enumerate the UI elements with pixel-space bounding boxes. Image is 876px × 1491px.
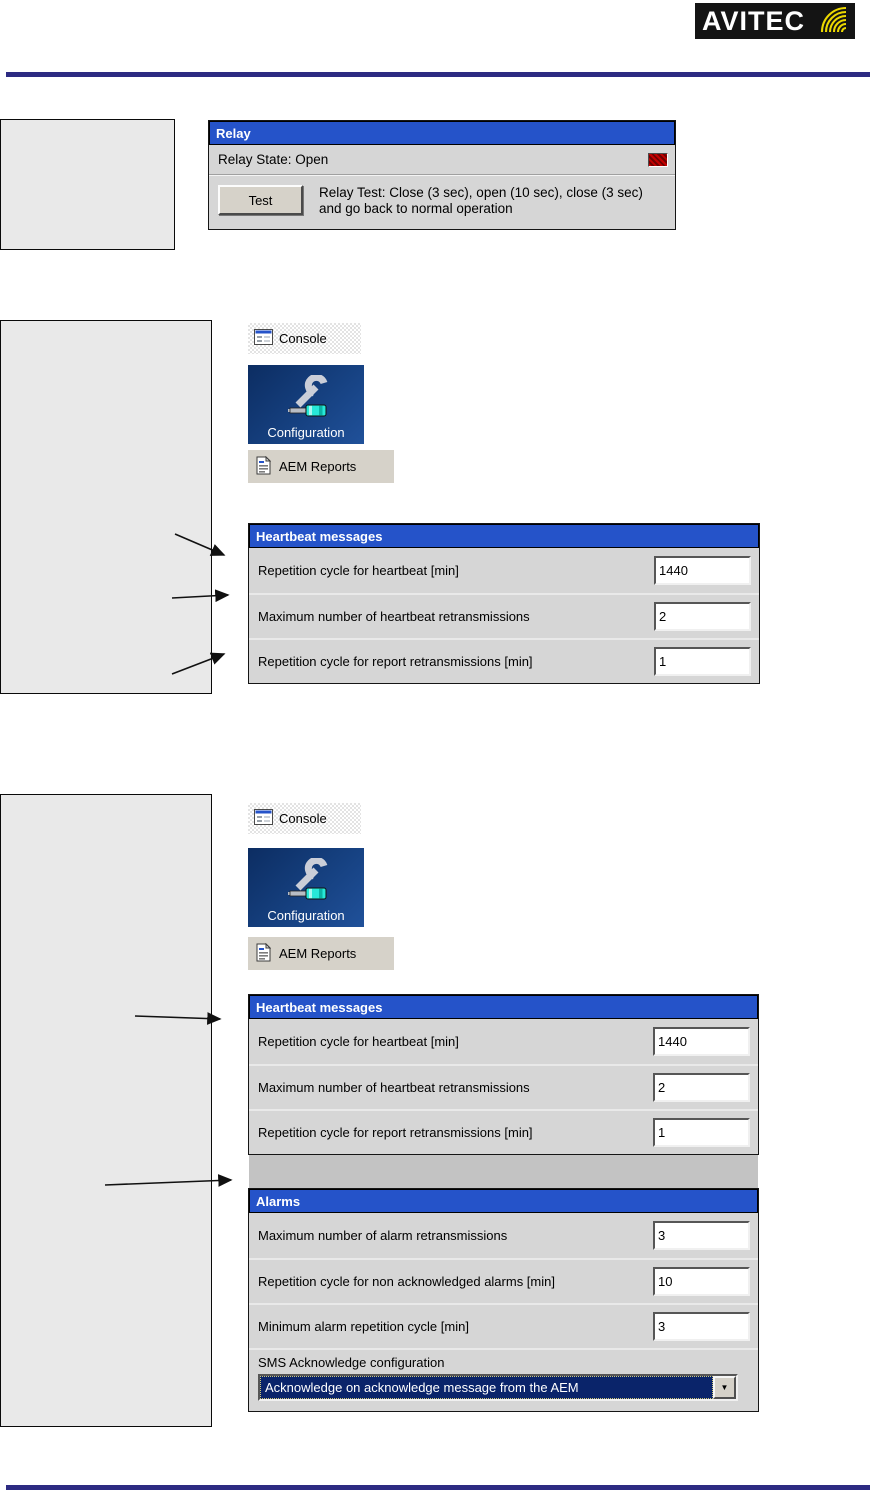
row-label: Repetition cycle for heartbeat [min] [258, 563, 459, 578]
row-label: Maximum number of heartbeat retransmissi… [258, 609, 530, 624]
heartbeat-cycle-input[interactable] [654, 556, 751, 585]
aem-reports-button[interactable]: AEM Reports [248, 937, 394, 970]
sms-ack-dropdown[interactable]: Acknowledge on acknowledge message from … [258, 1374, 738, 1401]
relay-test-description: Relay Test: Close (3 sec), open (10 sec)… [319, 185, 643, 216]
bottom-rule [6, 1485, 870, 1490]
annotation-arrows-section3 [104, 1012, 233, 1187]
heartbeat-panel: Heartbeat messages Repetition cycle for … [248, 523, 760, 684]
dropdown-arrow-button[interactable]: ▼ [713, 1376, 736, 1399]
row-label: Maximum number of heartbeat retransmissi… [258, 1080, 530, 1095]
heartbeat-retransmissions-input[interactable] [654, 602, 751, 631]
row-label: Maximum number of alarm retransmissions [258, 1228, 508, 1243]
configuration-tile[interactable]: Configuration [248, 365, 364, 444]
avitec-logo: AVITEC [695, 3, 855, 39]
relay-test-row: Test Relay Test: Close (3 sec), open (10… [209, 175, 675, 217]
document-icon [256, 942, 272, 965]
non-ack-alarm-cycle-input[interactable] [653, 1267, 750, 1296]
config-row: Maximum number of alarm retransmissions [249, 1213, 758, 1258]
console-window-icon [254, 809, 273, 828]
console-window-icon [254, 329, 273, 348]
console-button[interactable]: Console [248, 803, 361, 834]
chevron-down-icon: ▼ [720, 1383, 729, 1392]
annotation-arrows-section2 [171, 533, 230, 675]
sms-ack-row: SMS Acknowledge configuration Acknowledg… [249, 1348, 758, 1412]
relay-test-button[interactable]: Test [218, 185, 303, 215]
relay-state-row: Relay State: Open [209, 145, 675, 175]
wrench-screwdriver-icon [280, 856, 332, 908]
config-row: Repetition cycle for heartbeat [min] [249, 548, 759, 593]
aem-reports-button-label: AEM Reports [279, 946, 357, 961]
config-row: Repetition cycle for report retransmissi… [249, 1109, 758, 1154]
avitec-logo-text: AVITEC [701, 5, 805, 36]
row-label: Minimum alarm repetition cycle [min] [258, 1319, 469, 1334]
row-label: Repetition cycle for report retransmissi… [258, 1125, 533, 1140]
heartbeat-panel: Heartbeat messages Repetition cycle for … [248, 994, 759, 1155]
console-button-label: Console [279, 331, 327, 346]
config-row: Repetition cycle for heartbeat [min] [249, 1019, 758, 1064]
sidebar-placeholder-box-3 [0, 794, 212, 1427]
row-label: Repetition cycle for heartbeat [min] [258, 1034, 459, 1049]
console-button-label: Console [279, 811, 327, 826]
alarms-panel: Alarms Maximum number of alarm retransmi… [248, 1188, 759, 1412]
relay-panel: Relay Relay State: Open Test Relay Test:… [208, 120, 676, 230]
row-label: Repetition cycle for report retransmissi… [258, 654, 533, 669]
heartbeat-retransmissions-input[interactable] [653, 1073, 750, 1102]
config-row: Maximum number of heartbeat retransmissi… [249, 593, 759, 638]
configuration-tile-label: Configuration [267, 425, 345, 440]
wrench-screwdriver-icon [280, 373, 332, 425]
heartbeat-panel-title: Heartbeat messages [249, 995, 758, 1019]
panel-gap-band [249, 1155, 758, 1188]
alarms-panel-title: Alarms [249, 1189, 758, 1213]
avitec-fan-icon [812, 4, 848, 39]
dropdown-selected-option: Acknowledge on acknowledge message from … [260, 1376, 713, 1399]
heartbeat-panel-title: Heartbeat messages [249, 524, 759, 548]
report-retransmissions-input[interactable] [654, 647, 751, 676]
sms-ack-label: SMS Acknowledge configuration [258, 1355, 445, 1370]
top-rule [6, 72, 870, 77]
relay-state-label: Relay State: Open [218, 152, 329, 167]
row-label: Repetition cycle for non acknowledged al… [258, 1274, 555, 1289]
config-row: Minimum alarm repetition cycle [min] [249, 1303, 758, 1348]
aem-reports-button-label: AEM Reports [279, 459, 357, 474]
config-row: Maximum number of heartbeat retransmissi… [249, 1064, 758, 1109]
console-button[interactable]: Console [248, 323, 361, 354]
relay-led-indicator [648, 152, 668, 167]
alarm-retransmissions-input[interactable] [653, 1221, 750, 1250]
configuration-tile-label: Configuration [267, 908, 345, 923]
heartbeat-cycle-input[interactable] [653, 1027, 750, 1056]
report-retransmissions-input[interactable] [653, 1118, 750, 1147]
document-icon [256, 455, 272, 478]
aem-reports-button[interactable]: AEM Reports [248, 450, 394, 483]
relay-panel-title: Relay [209, 121, 675, 145]
config-row: Repetition cycle for report retransmissi… [249, 638, 759, 683]
min-alarm-cycle-input[interactable] [653, 1312, 750, 1341]
sidebar-placeholder-box-1 [0, 119, 175, 250]
sidebar-placeholder-box-2 [0, 320, 212, 694]
configuration-tile[interactable]: Configuration [248, 848, 364, 927]
config-row: Repetition cycle for non acknowledged al… [249, 1258, 758, 1303]
